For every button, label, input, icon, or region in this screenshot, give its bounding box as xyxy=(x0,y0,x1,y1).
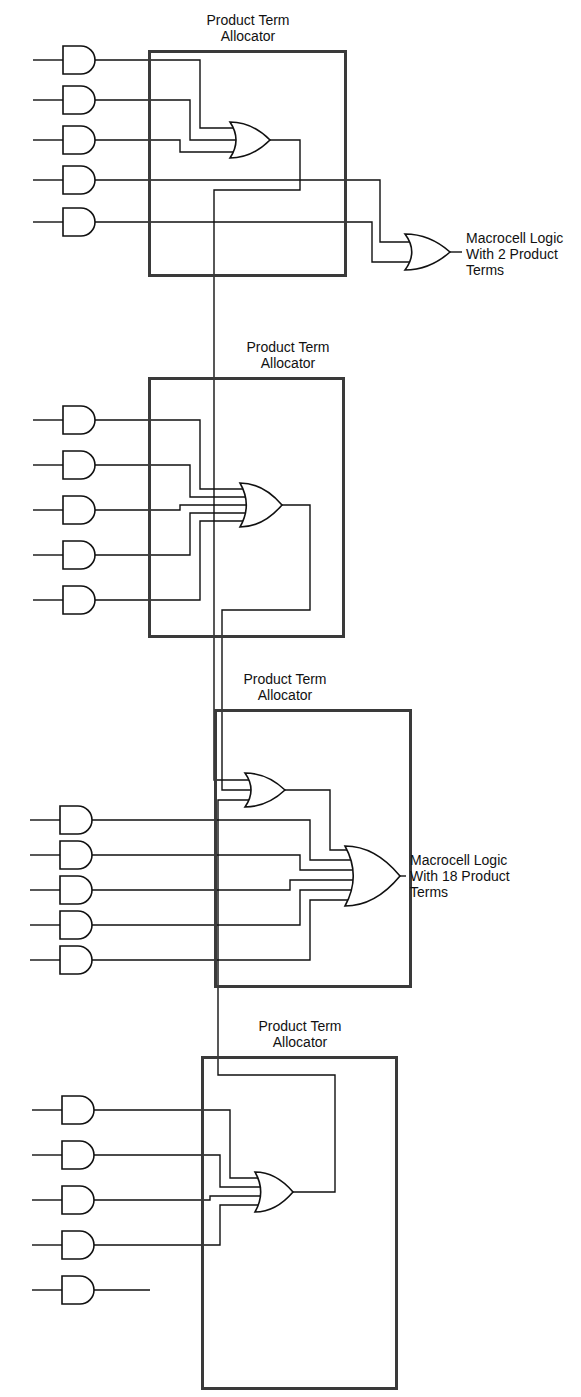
wire xyxy=(92,880,356,890)
allocator-box: Product Term Allocator xyxy=(214,709,412,988)
wire xyxy=(92,890,356,925)
wire xyxy=(95,60,236,128)
and-gate xyxy=(63,86,95,114)
wire xyxy=(214,140,300,277)
and-gate xyxy=(62,1096,94,1124)
wire xyxy=(95,505,248,510)
or-gate xyxy=(345,846,400,906)
wire xyxy=(95,521,246,600)
or-gate xyxy=(405,234,450,270)
wire xyxy=(95,222,411,262)
wire xyxy=(95,420,246,489)
and-gate xyxy=(62,1276,94,1304)
wire xyxy=(95,465,247,497)
box-heading: Product Term Allocator xyxy=(244,1018,356,1050)
wire xyxy=(450,251,462,252)
and-gate xyxy=(62,1141,94,1169)
input-line xyxy=(33,419,63,420)
and-gate xyxy=(63,541,95,569)
and-gate xyxy=(60,946,92,974)
and-gate xyxy=(63,451,95,479)
input-line xyxy=(33,464,63,465)
or-gate xyxy=(255,1172,293,1212)
input-line xyxy=(30,819,60,820)
and-gate xyxy=(60,876,92,904)
and-gate xyxy=(63,126,95,154)
and-gate xyxy=(62,1186,94,1214)
and-gate xyxy=(60,806,92,834)
wire xyxy=(94,1205,262,1245)
input-line xyxy=(33,221,63,222)
macrocell-label: Macrocell Logic With 2 Product Terms xyxy=(466,230,574,278)
wire xyxy=(95,140,236,152)
allocator-link xyxy=(217,988,218,1056)
and-gate xyxy=(63,406,95,434)
allocator-link xyxy=(213,277,214,709)
wire xyxy=(94,1196,263,1200)
and-gate xyxy=(60,841,92,869)
input-line xyxy=(30,854,60,855)
wire xyxy=(92,900,354,960)
wire xyxy=(94,1110,261,1178)
allocator-box: Product Term Allocator xyxy=(148,377,345,638)
input-line xyxy=(33,509,63,510)
input-line xyxy=(32,1109,62,1110)
input-line xyxy=(30,924,60,925)
wire xyxy=(92,820,354,860)
input-line xyxy=(33,554,63,555)
wire xyxy=(95,513,247,555)
wire xyxy=(222,505,310,638)
wire xyxy=(92,855,356,870)
and-gate xyxy=(63,46,95,74)
or-gate xyxy=(230,122,270,158)
or-gate xyxy=(245,773,285,807)
allocator-link xyxy=(221,638,222,709)
allocator-box: Product Term Allocator xyxy=(201,1056,398,1390)
wire xyxy=(94,1155,263,1187)
or-gate xyxy=(240,483,282,527)
box-heading: Product Term Allocator xyxy=(232,339,344,371)
wire xyxy=(218,1056,335,1192)
input-line xyxy=(33,599,63,600)
input-line xyxy=(32,1154,62,1155)
input-line xyxy=(30,889,60,890)
box-heading: Product Term Allocator xyxy=(229,671,341,703)
input-line xyxy=(32,1289,62,1290)
macrocell-label: Macrocell Logic With 18 Product Terms xyxy=(410,852,518,900)
wire xyxy=(95,100,236,140)
input-line xyxy=(30,959,60,960)
and-gate xyxy=(63,586,95,614)
and-gate xyxy=(63,166,95,194)
input-line xyxy=(33,59,63,60)
wire xyxy=(214,709,251,780)
wire xyxy=(94,1289,150,1290)
and-gate xyxy=(62,1231,94,1259)
and-gate xyxy=(60,911,92,939)
input-line xyxy=(33,139,63,140)
and-gate xyxy=(63,208,95,236)
box-heading: Product Term Allocator xyxy=(192,12,304,44)
input-line xyxy=(32,1199,62,1200)
input-line xyxy=(32,1244,62,1245)
and-gate xyxy=(63,496,95,524)
input-line xyxy=(33,179,63,180)
input-line xyxy=(33,99,63,100)
allocator-box: Product Term Allocator xyxy=(148,50,347,277)
